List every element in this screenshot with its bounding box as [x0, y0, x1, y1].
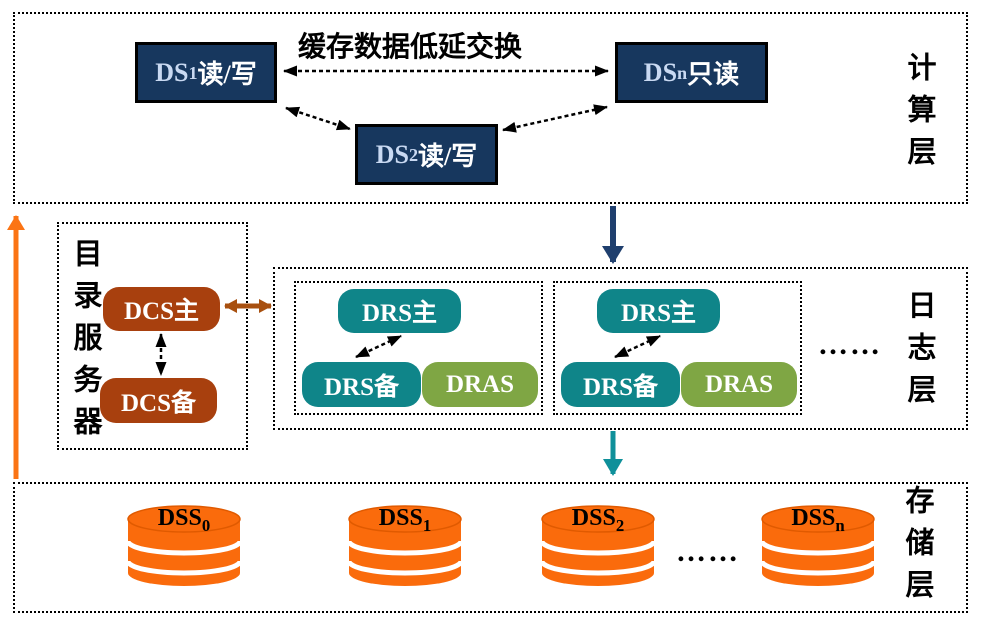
storage-ellipsis: …… [676, 535, 740, 568]
cache-exchange-title: 缓存数据低延交换 [297, 32, 522, 63]
node-ds1-suffix: 读/写 [197, 60, 257, 89]
node-drs-primary-2: DRS主 [597, 289, 720, 333]
drs-group-1-frame [294, 281, 543, 415]
log-ellipsis: …… [818, 328, 882, 361]
storage-cylinder-dss2: DSS2 [540, 504, 656, 590]
node-dcs-backup: DCS备 [100, 378, 217, 423]
cylinder-label: DSSn [760, 505, 876, 535]
node-dsn-suffix: 只读 [687, 60, 740, 89]
cylinder-label-prefix: DSS [378, 505, 423, 531]
node-ds2-suffix: 读/写 [418, 142, 478, 171]
cylinder-label-prefix: DSS [791, 505, 836, 531]
log-layer-frame [273, 267, 968, 430]
node-dcs-primary: DCS主 [103, 287, 220, 331]
node-ds2-prefix: DS [375, 139, 409, 169]
log-layer-label: 日志层 [903, 290, 935, 416]
node-ds1-prefix: DS [155, 57, 189, 87]
storage-layer-label: 存储层 [901, 485, 933, 611]
cylinder-label: DSS2 [540, 505, 656, 535]
cylinder-label-sub: 1 [422, 515, 432, 535]
drs-group-2-frame [553, 281, 802, 415]
directory-server-frame [57, 222, 248, 450]
compute-layer-frame [13, 12, 968, 204]
node-drs-primary-1: DRS主 [338, 289, 461, 333]
cylinder-label-sub: 2 [615, 515, 625, 535]
cylinder-label-sub: 0 [201, 515, 211, 535]
storage-layer-frame [13, 482, 968, 613]
node-drs-backup-1: DRS备 [302, 362, 421, 407]
cylinder-label: DSS0 [126, 505, 242, 535]
storage-cylinder-dssn: DSSn [760, 504, 876, 590]
storage-cylinder-dss1: DSS1 [347, 504, 463, 590]
database-cylinder-icon [347, 505, 463, 586]
node-dras-2: DRAS [681, 362, 797, 407]
database-cylinder-icon [540, 505, 656, 586]
cylinder-label: DSS1 [347, 505, 463, 535]
database-cylinder-icon [760, 505, 876, 586]
compute-layer-label: 计算层 [903, 52, 935, 178]
node-drs-backup-2: DRS备 [561, 362, 680, 407]
cylinder-label-prefix: DSS [157, 505, 202, 531]
storage-cylinder-dss0: DSS0 [126, 504, 242, 590]
cylinder-label-sub: n [835, 515, 845, 535]
database-cylinder-icon [126, 505, 242, 586]
directory-server-label: 目录服务器 [69, 238, 101, 448]
cylinder-label-prefix: DSS [571, 505, 616, 531]
node-dras-1: DRAS [422, 362, 538, 407]
node-dsn-prefix: DS [643, 57, 678, 87]
